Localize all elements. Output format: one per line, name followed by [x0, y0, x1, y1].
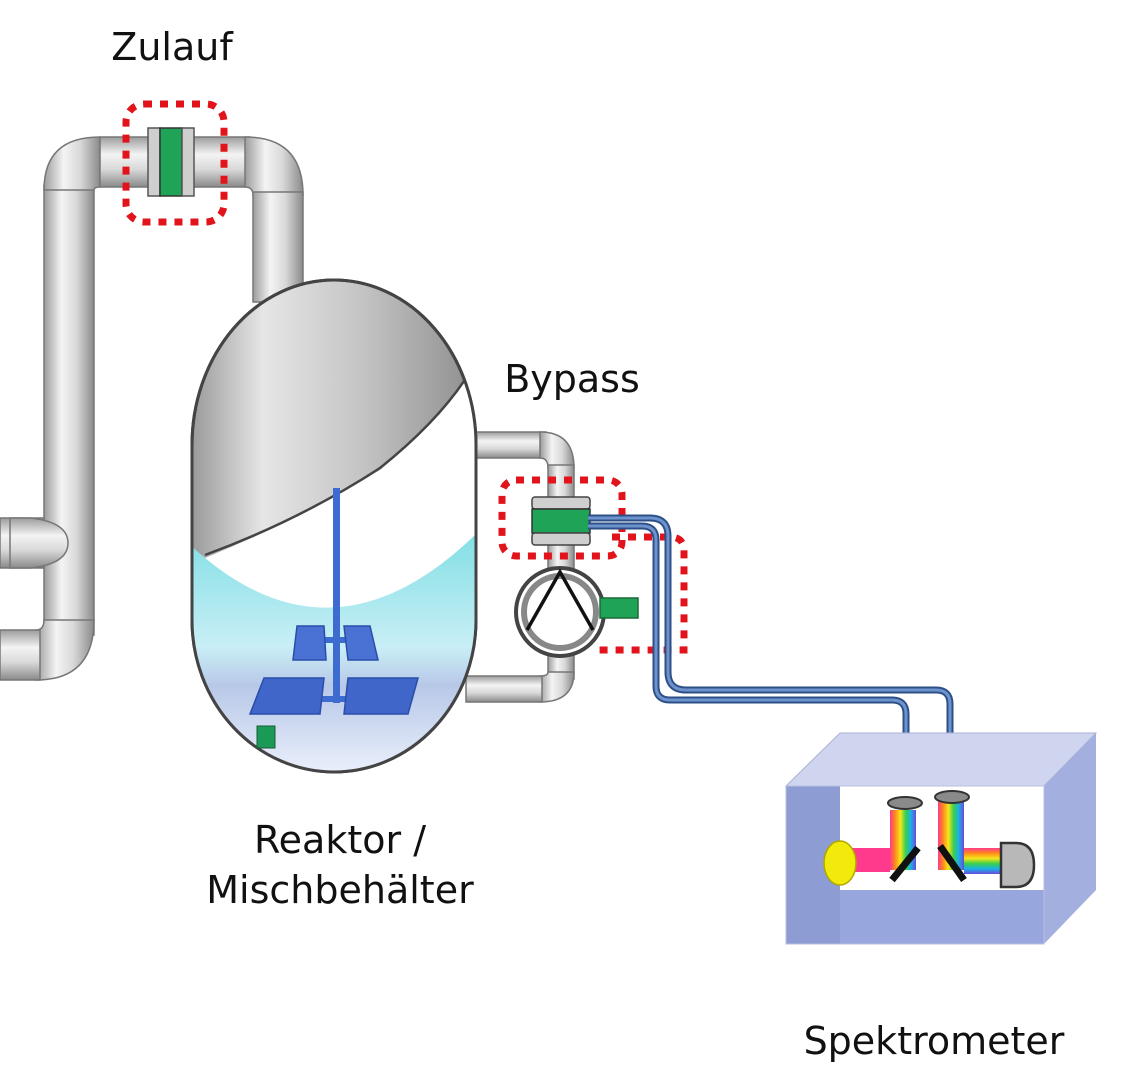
- grating-icon: [887, 796, 923, 810]
- inlet-label: Zulauf: [111, 25, 234, 69]
- tank-sensor-tag: [256, 725, 276, 749]
- inlet-sensor-marker: [122, 100, 228, 226]
- bypass-sensor-icon: [531, 496, 591, 546]
- fiber-optic-cable: [588, 514, 957, 759]
- pump-icon: [514, 566, 639, 658]
- tank-liquid: [192, 530, 476, 772]
- reactor-label-line2: Mischbehälter: [206, 868, 474, 912]
- spectrometer-optics: [823, 790, 1036, 889]
- lamp-icon: [823, 840, 857, 886]
- flow-sensor-icon: [147, 127, 195, 197]
- bypass-label: Bypass: [504, 357, 640, 401]
- bypass-sensor-marker: [498, 476, 626, 560]
- pump-connector-marker: [596, 533, 688, 654]
- reactor-label-line1: Reaktor /: [254, 818, 426, 862]
- stirrer-icon: [248, 488, 419, 715]
- detector-icon: [999, 841, 1036, 889]
- reactor-tank: [190, 278, 478, 774]
- mirror-icon: [934, 790, 970, 804]
- spectrometer-label: Spektrometer: [804, 1019, 1065, 1063]
